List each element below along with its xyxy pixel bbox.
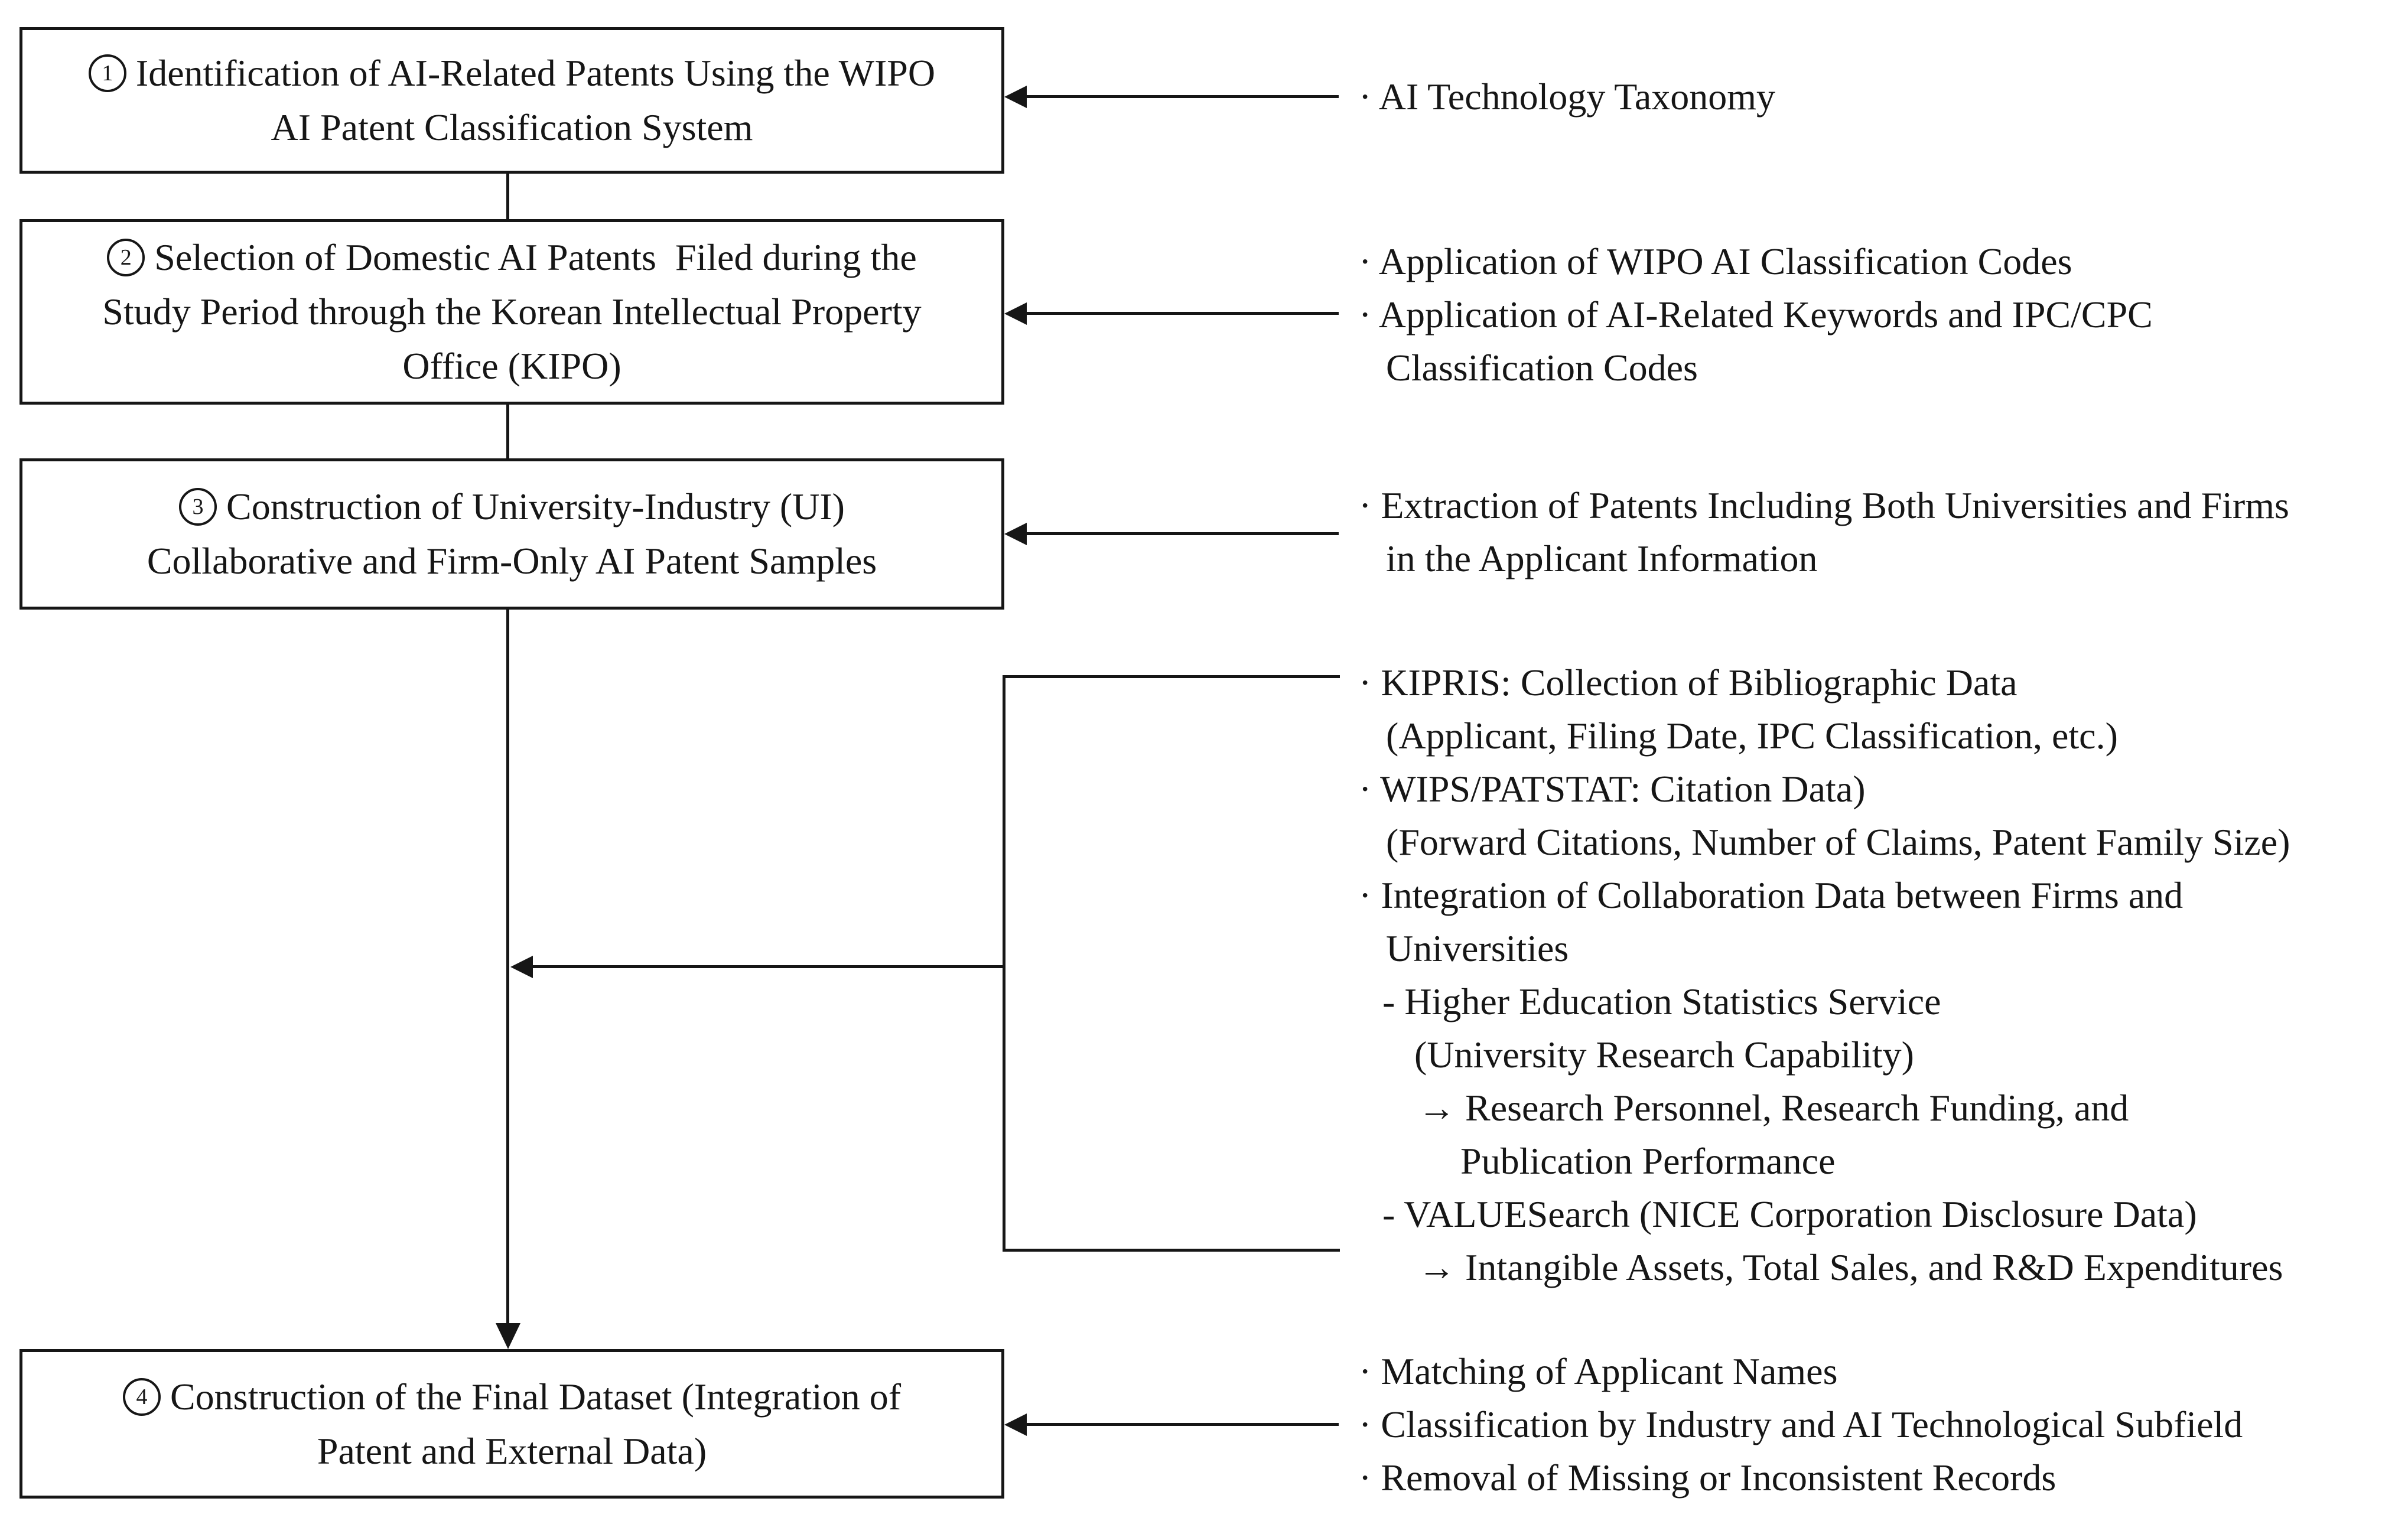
annotation-line: · AI Technology Taxonomy (1359, 76, 1776, 118)
box-title-line: 2 Selection of Domestic AI Patents Filed… (107, 230, 917, 285)
annotation-line: (Forward Citations, Number of Claims, Pa… (1386, 821, 2290, 863)
annotation-line: Classification Codes (1386, 347, 1698, 389)
annotation-line: · Classification by Industry and AI Tech… (1359, 1403, 2243, 1445)
box-title-line: 1 Identification of AI-Related Patents U… (88, 46, 936, 100)
arrowhead-left-icon (1004, 302, 1027, 325)
step-number-3-icon: 3 (179, 488, 217, 526)
annotation-data-sources: · KIPRIS: Collection of Bibliographic Da… (1359, 656, 2290, 1294)
annotation-line: → Intangible Assets, Total Sales, and R&… (1418, 1246, 2283, 1288)
arrow-annotation-to-box4 (1024, 1423, 1339, 1426)
annotation-box4: · Matching of Applicant Names · Classifi… (1359, 1345, 2243, 1504)
process-box-2: 2 Selection of Domestic AI Patents Filed… (19, 219, 1004, 405)
annotation-box1: · AI Technology Taxonomy (1359, 70, 1775, 123)
annotation-line: Publication Performance (1460, 1140, 1836, 1182)
box-title-line: Office (KIPO) (402, 345, 621, 387)
arrow-annotation-to-box2 (1024, 312, 1339, 315)
annotation-line: · Removal of Missing or Inconsistent Rec… (1359, 1457, 2056, 1499)
box-title-line: Collaborative and Firm-Only AI Patent Sa… (147, 540, 877, 582)
annotation-box3: · Extraction of Patents Including Both U… (1359, 479, 2289, 585)
box-title-text: Construction of University-Industry (UI) (226, 486, 845, 527)
annotation-line: · Application of AI-Related Keywords and… (1359, 294, 2153, 336)
annotation-line: · Integration of Collaboration Data betw… (1359, 874, 2184, 916)
annotation-line: → Research Personnel, Research Funding, … (1418, 1087, 2129, 1129)
step-number-2-icon: 2 (107, 239, 145, 276)
data-sources-bracket-top (1003, 675, 1340, 678)
annotation-line: · WIPS/PATSTAT: Citation Data) (1359, 768, 1866, 810)
arrowhead-left-icon (1004, 86, 1027, 108)
box-title-line: AI Patent Classification System (271, 106, 753, 148)
connector-box3-box4 (506, 610, 509, 1327)
arrow-bracket-to-connector (532, 965, 1004, 968)
box-title-text: Construction of the Final Dataset (Integ… (170, 1375, 902, 1418)
connector-box1-box2 (506, 174, 509, 219)
arrowhead-left-icon (1004, 1413, 1027, 1436)
annotation-line: (University Research Capability) (1414, 1034, 1914, 1076)
process-box-1: 1 Identification of AI-Related Patents U… (19, 27, 1004, 174)
annotation-line: (Applicant, Filing Date, IPC Classificat… (1386, 715, 2118, 757)
box-title-text: Selection of Domestic AI Patents Filed d… (154, 236, 917, 278)
annotation-line: in the Applicant Information (1386, 538, 1818, 579)
data-sources-bracket-bottom (1003, 1249, 1340, 1252)
arrow-annotation-to-box3 (1024, 532, 1339, 535)
annotation-line: · Application of WIPO AI Classification … (1359, 240, 2072, 282)
annotation-line: · Matching of Applicant Names (1359, 1350, 1838, 1392)
box-title-line: 3 Construction of University-Industry (U… (179, 480, 845, 534)
arrow-annotation-to-box1 (1024, 95, 1339, 98)
process-box-4: 4 Construction of the Final Dataset (Int… (19, 1349, 1004, 1499)
process-box-3: 3 Construction of University-Industry (U… (19, 458, 1004, 610)
annotation-line: - VALUESearch (NICE Corporation Disclosu… (1382, 1193, 2197, 1235)
box-title-line: Study Period through the Korean Intellec… (102, 291, 922, 333)
box-title-line: 4 Construction of the Final Dataset (Int… (122, 1370, 902, 1424)
step-number-4-icon: 4 (122, 1377, 161, 1416)
annotation-line: · Extraction of Patents Including Both U… (1359, 484, 2289, 526)
annotation-line: Universities (1386, 927, 1569, 969)
box-title-line: Patent and External Data) (317, 1429, 707, 1472)
arrowhead-left-icon (510, 956, 533, 978)
data-sources-bracket-vertical (1003, 675, 1005, 1252)
connector-box2-box3 (506, 405, 509, 458)
arrowhead-down-icon (496, 1323, 520, 1349)
annotation-box2: · Application of WIPO AI Classification … (1359, 235, 2153, 395)
arrowhead-left-icon (1004, 523, 1027, 545)
box-title-text: Identification of AI-Related Patents Usi… (135, 52, 936, 94)
step-number-1-icon: 1 (88, 54, 126, 92)
annotation-line: - Higher Education Statistics Service (1382, 981, 1941, 1022)
annotation-line: · KIPRIS: Collection of Bibliographic Da… (1359, 662, 2017, 703)
